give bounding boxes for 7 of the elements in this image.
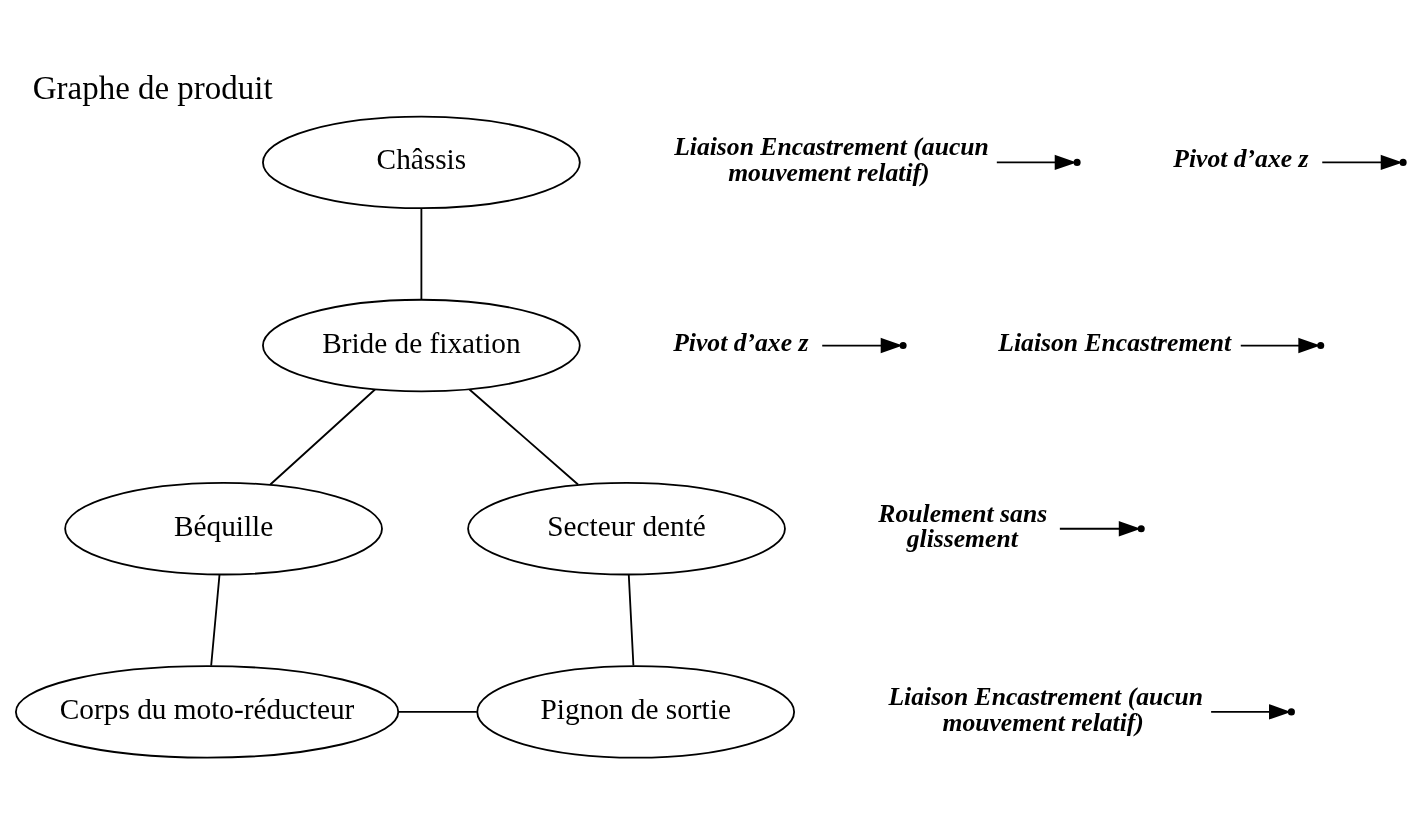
node-text: Pivot d’axe z — [673, 327, 809, 357]
node-text: Pivot d’axe z — [1173, 144, 1309, 174]
node-text: Liaison Encastrement (aucun mouvement relatif) — [888, 681, 1204, 737]
node-text: Roulement sans glissement — [878, 498, 1048, 554]
node-text: Liaison Encastrement (aucun mouvement relatif) — [674, 132, 989, 188]
node-text: Liaison Encastrement — [998, 327, 1232, 357]
diagram-title: Graphe de produit — [32, 70, 273, 107]
